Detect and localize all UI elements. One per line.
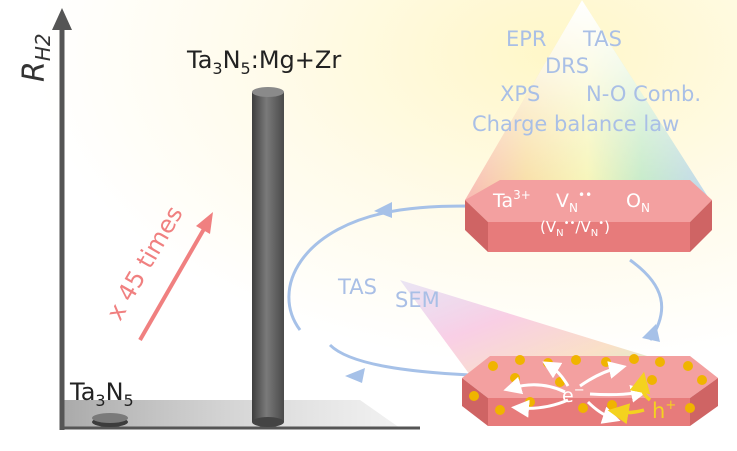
hole-arrows [607, 371, 652, 425]
crystal-upper-top [465, 180, 712, 222]
technique-tas-top: TAS [582, 27, 622, 51]
tall-bar-label: Ta3N5:Mg+Zr [186, 46, 341, 78]
enhancement-arrow-head [196, 212, 213, 234]
technique-drs: DRS [545, 54, 589, 78]
light-cone-bottom [400, 280, 660, 375]
particles [469, 354, 707, 415]
cycle-arrowhead-top [374, 202, 392, 218]
defect-vn: VN•• [556, 188, 592, 215]
crystal-upper-right [690, 200, 712, 252]
cycle-arrowhead-right [642, 324, 660, 342]
electron-label: e− [562, 383, 585, 407]
crystal-lower-right [690, 378, 718, 426]
technique-tas-bottom: TAS [337, 275, 377, 299]
defect-ta3plus: Ta3+ [492, 188, 531, 212]
tall-bar-top [252, 87, 284, 97]
tall-bar-body [252, 92, 284, 422]
crystal-lower-top [462, 356, 718, 398]
crystal-upper-front [488, 222, 690, 252]
cycle-arc-bottom [328, 343, 471, 377]
light-cone-top-fade [465, 0, 710, 200]
tall-bar-bottom [252, 417, 284, 427]
cycle-arc-top-left [287, 204, 471, 331]
small-bar-label: Ta3N5 [69, 378, 134, 410]
crystal-upper-left [465, 200, 488, 252]
y-axis-label: RH2 [17, 33, 55, 82]
technique-epr: EPR [506, 27, 547, 51]
hole-label: h+ [652, 398, 676, 423]
enhancement-arrow-line [138, 221, 210, 341]
defect-on: ON [626, 190, 650, 215]
crystal-lower-front [488, 398, 690, 426]
floor-shadow [62, 400, 400, 428]
technique-xps: XPS [500, 82, 540, 106]
technique-sem: SEM [395, 288, 440, 312]
crystal-lower-left [462, 378, 488, 426]
small-bar-top [92, 413, 128, 423]
cycle-arrowhead-bottom [345, 368, 365, 383]
technique-no-comb: N-O Comb. [586, 82, 701, 106]
y-axis-arrowhead [52, 8, 72, 30]
defect-ratio: (VN••/VN•) [540, 218, 610, 239]
technique-charge-balance: Charge balance law [472, 112, 679, 136]
